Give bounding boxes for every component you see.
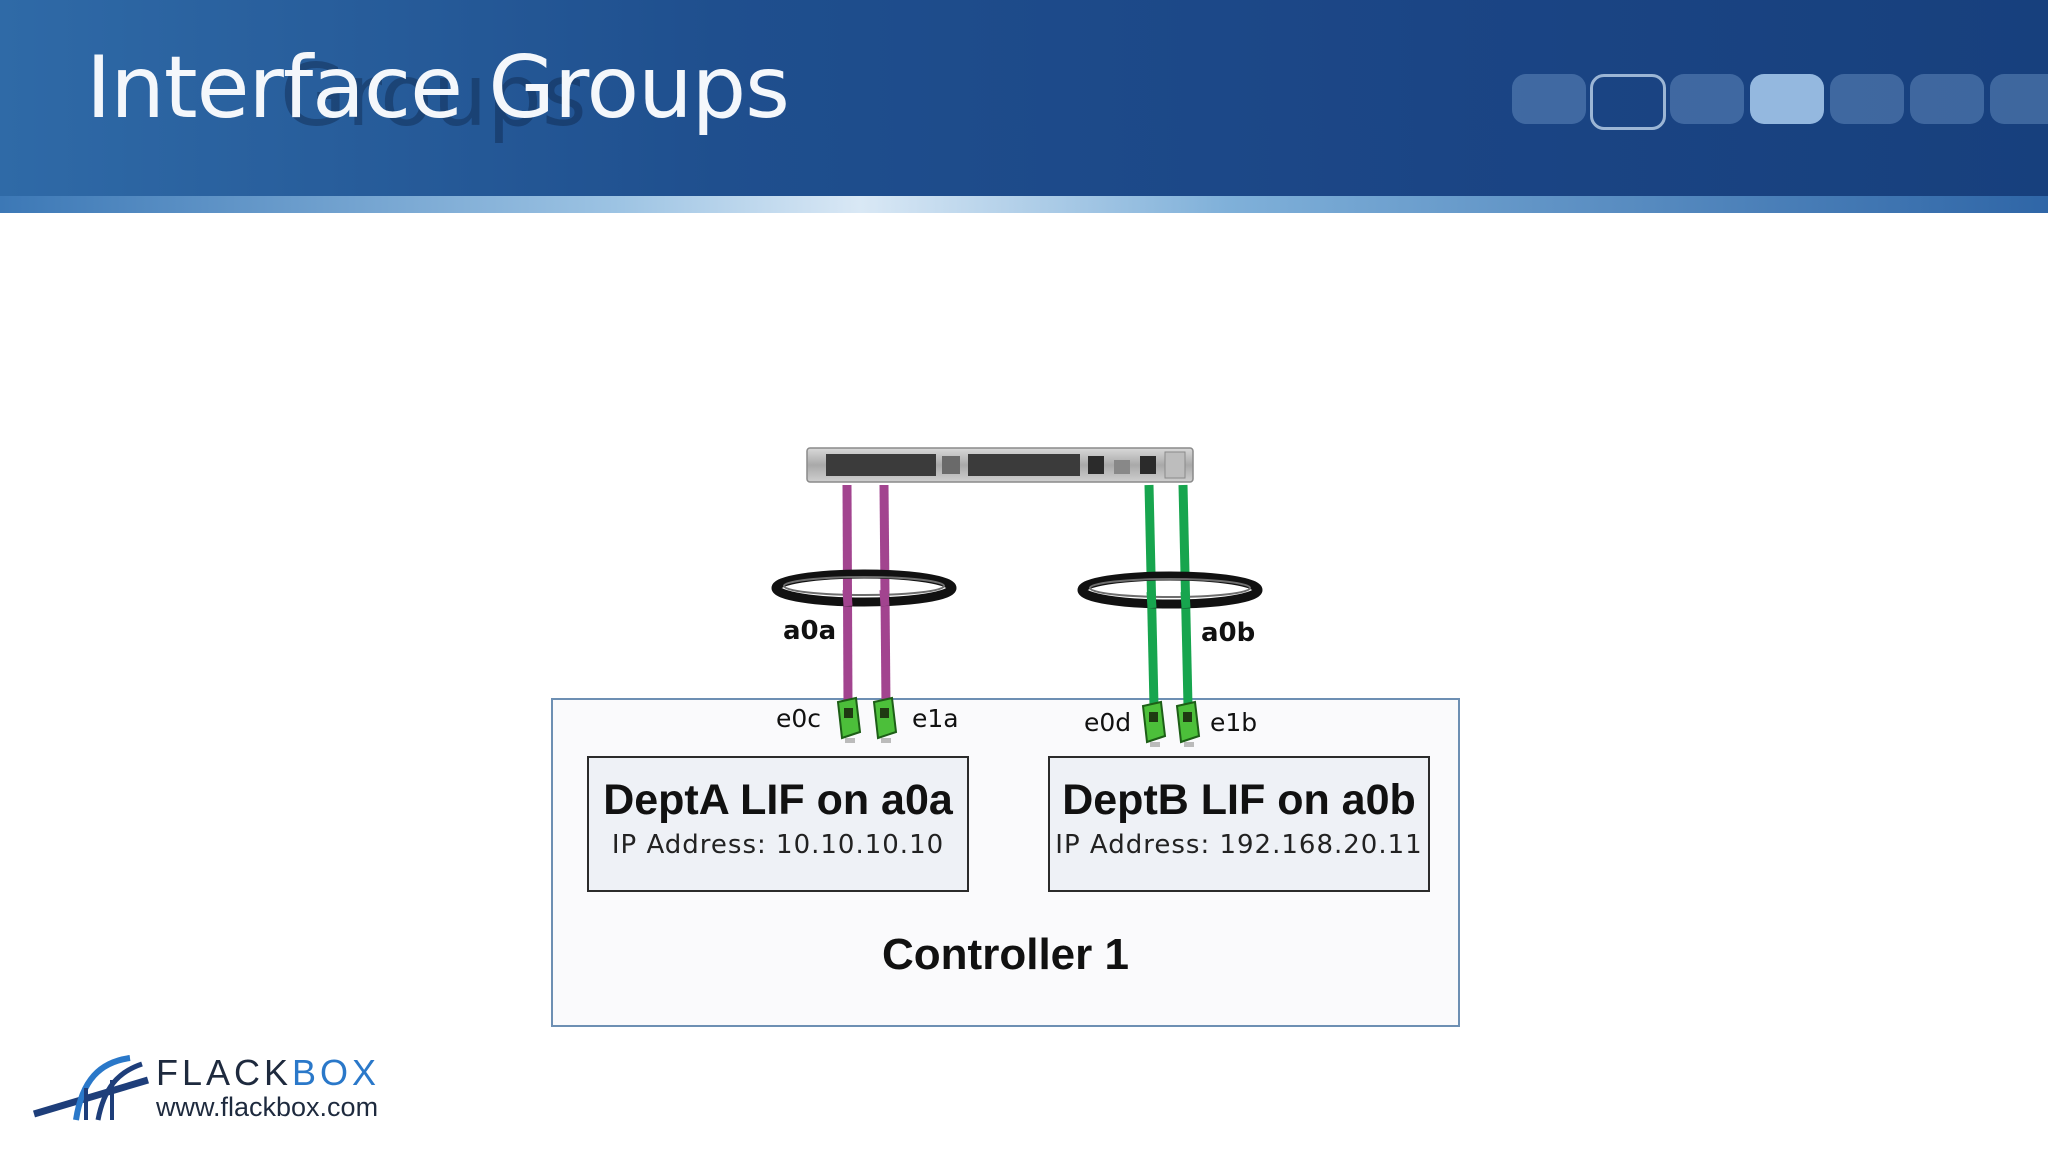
nic-port-icon [1175,700,1201,747]
progress-pill [1910,74,1984,124]
brand-name-flack: FLACK [156,1052,293,1093]
title-watermark: Groups [280,46,587,146]
port-label-e1a: e1a [912,704,959,733]
progress-pill [1830,74,1904,124]
nic-port-icon [836,696,862,743]
progress-pill [1590,74,1666,130]
brand-url[interactable]: www.flackbox.com [156,1092,379,1122]
lif-box-deptb: DeptB LIF on a0b IP Address: 192.168.20.… [1048,756,1430,892]
flackbox-logo[interactable]: FLACKBOX www.flackbox.com [30,1050,430,1130]
brand-name-box: BOX [292,1052,381,1093]
interface-group-ring-a0a [771,569,957,607]
lif-title: DeptA LIF on a0a [603,776,953,824]
nic-port-icon [1141,700,1167,747]
header-banner [0,0,2048,213]
controller-label: Controller 1 [882,930,1129,979]
lif-ip-address: IP Address: 10.10.10.10 [611,830,945,860]
lif-ip-address: IP Address: 192.168.20.11 [1055,830,1423,860]
group-label-a0a: a0a [783,616,837,646]
progress-pill [1670,74,1744,124]
port-label-e0d: e0d [1084,708,1132,737]
progress-pill [1512,74,1586,124]
progress-pill-active [1750,74,1824,124]
port-label-e0c: e0c [776,704,822,733]
interface-group-ring-a0b [1077,571,1263,609]
network-switch-icon [806,447,1194,483]
port-label-e1b: e1b [1210,708,1258,737]
nic-port-icon [872,696,898,743]
brand-name: FLACKBOX [156,1052,380,1094]
lif-box-depta: DeptA LIF on a0a IP Address: 10.10.10.10 [587,756,969,892]
bridge-logo-icon [32,1055,150,1121]
header-strip [0,196,2048,213]
progress-pill [1990,74,2048,124]
group-label-a0b: a0b [1201,618,1256,648]
lif-title: DeptB LIF on a0b [1062,776,1416,824]
page-title: Interface Groups [86,38,790,138]
